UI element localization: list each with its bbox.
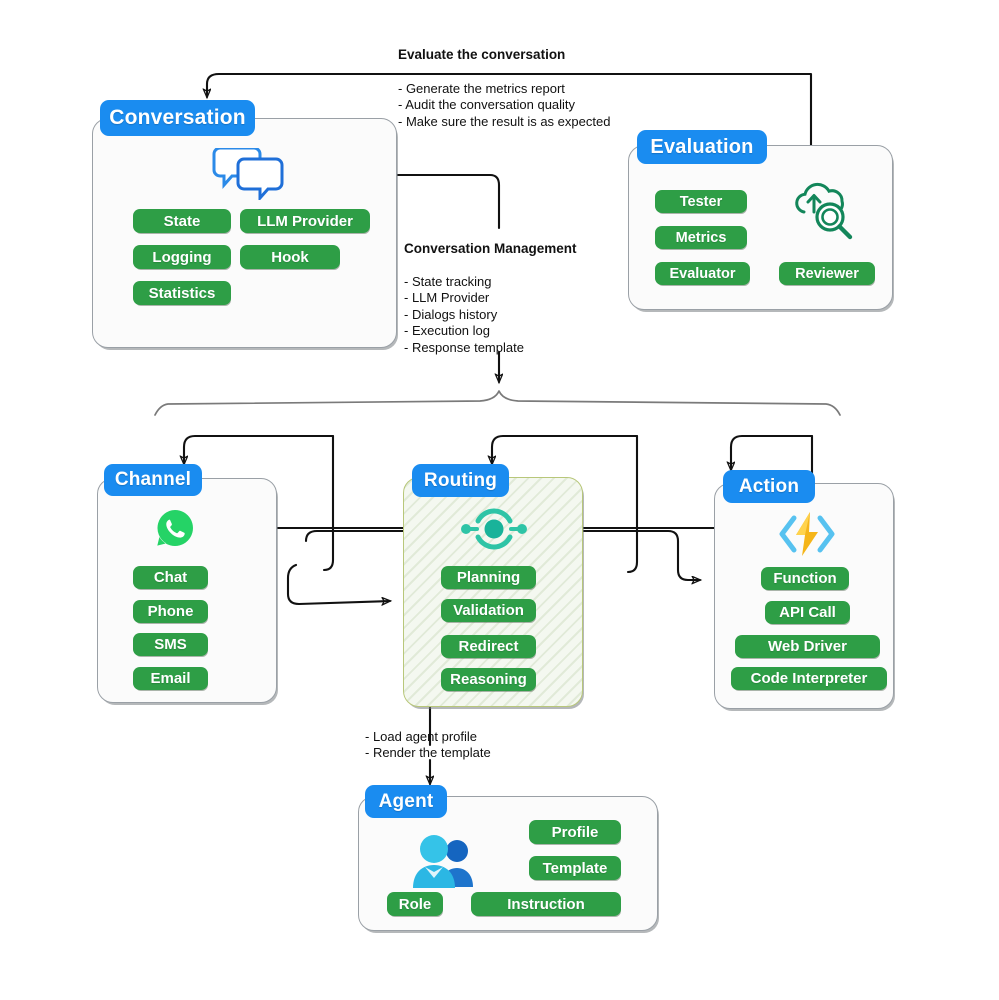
whatsapp-icon bbox=[155, 508, 195, 548]
badge-role[interactable]: Role bbox=[387, 892, 443, 916]
badge-label: Hook bbox=[271, 248, 309, 266]
badge-metrics[interactable]: Metrics bbox=[655, 226, 747, 249]
badge-statistics[interactable]: Statistics bbox=[133, 281, 231, 305]
panel-title-channel: Channel bbox=[104, 464, 202, 496]
badge-redirect[interactable]: Redirect bbox=[441, 635, 536, 658]
badge-code-interpreter[interactable]: Code Interpreter bbox=[731, 667, 887, 690]
badge-label: Tester bbox=[679, 193, 723, 210]
badge-label: Template bbox=[542, 859, 608, 877]
panel-title-agent: Agent bbox=[365, 785, 447, 818]
annotation-cm-item: - State tracking bbox=[404, 274, 492, 289]
badge-label: Validation bbox=[453, 602, 524, 619]
badge-label: Email bbox=[150, 670, 191, 687]
panel-title-routing-label: Routing bbox=[423, 469, 498, 491]
badge-tester[interactable]: Tester bbox=[655, 190, 747, 213]
annotation-cm-item: - Response template bbox=[404, 339, 524, 355]
badge-llm-provider[interactable]: LLM Provider bbox=[240, 209, 370, 233]
badge-label: Statistics bbox=[148, 284, 216, 302]
lightning-code-icon bbox=[777, 510, 837, 558]
badge-label: Logging bbox=[152, 248, 212, 266]
panel-title-evaluation: Evaluation bbox=[637, 130, 767, 164]
panel-title-evaluation-label: Evaluation bbox=[650, 135, 754, 158]
badge-label: State bbox=[163, 212, 201, 230]
badge-label: Metrics bbox=[675, 229, 727, 246]
panel-title-action: Action bbox=[723, 470, 815, 503]
badge-template[interactable]: Template bbox=[529, 856, 621, 880]
badge-label: Role bbox=[398, 895, 432, 913]
routing-node-icon bbox=[455, 505, 533, 553]
annotation-cm-item: - LLM Provider bbox=[404, 290, 490, 306]
people-icon bbox=[410, 833, 482, 889]
badge-email[interactable]: Email bbox=[133, 667, 208, 690]
annotation-evaluate-item: - Audit the conversation quality bbox=[398, 97, 576, 113]
badge-function[interactable]: Function bbox=[761, 567, 849, 590]
badge-label: Reviewer bbox=[795, 265, 859, 282]
annotation-conversation-management-title: Conversation Management bbox=[404, 241, 577, 256]
badge-label: Code Interpreter bbox=[750, 670, 868, 687]
badge-planning[interactable]: Planning bbox=[441, 566, 536, 589]
badge-label: Reasoning bbox=[450, 671, 527, 688]
badge-sms[interactable]: SMS bbox=[133, 633, 208, 656]
annotation-evaluate-title: Evaluate the conversation bbox=[398, 47, 566, 62]
annotation-evaluate-list: - Generate the metrics report - Audit th… bbox=[398, 81, 610, 130]
badge-label: Redirect bbox=[458, 638, 519, 655]
annotation-agent-item: - Load agent profile bbox=[365, 729, 478, 744]
annotation-evaluate-item: - Generate the metrics report bbox=[398, 81, 565, 96]
badge-label: Function bbox=[773, 570, 837, 587]
annotation-cm-item: - Execution log bbox=[404, 323, 490, 339]
badge-label: Planning bbox=[456, 569, 521, 586]
panel-title-routing: Routing bbox=[412, 464, 509, 497]
badge-label: Chat bbox=[153, 569, 188, 586]
badge-label: SMS bbox=[154, 636, 187, 653]
annotation-cm-item: - Dialogs history bbox=[404, 306, 498, 322]
badge-chat[interactable]: Chat bbox=[133, 566, 208, 589]
badge-reasoning[interactable]: Reasoning bbox=[441, 668, 536, 691]
badge-label: Instruction bbox=[507, 895, 585, 913]
panel-title-conversation-label: Conversation bbox=[109, 106, 246, 129]
badge-reviewer[interactable]: Reviewer bbox=[779, 262, 875, 285]
badge-label: Profile bbox=[551, 823, 599, 841]
panel-title-action-label: Action bbox=[738, 475, 800, 497]
cloud-magnifier-icon bbox=[792, 182, 858, 240]
chat-bubbles-icon bbox=[210, 146, 284, 202]
badge-label: Evaluator bbox=[669, 265, 736, 282]
badge-hook[interactable]: Hook bbox=[240, 245, 340, 269]
badge-validation[interactable]: Validation bbox=[441, 599, 536, 622]
badge-logging[interactable]: Logging bbox=[133, 245, 231, 269]
badge-state[interactable]: State bbox=[133, 209, 231, 233]
annotation-agent-item: - Render the template bbox=[365, 745, 491, 761]
badge-api-call[interactable]: API Call bbox=[765, 601, 850, 624]
badge-label: Phone bbox=[147, 603, 194, 620]
badge-web-driver[interactable]: Web Driver bbox=[735, 635, 880, 658]
badge-label: LLM Provider bbox=[257, 212, 353, 230]
panel-title-channel-label: Channel bbox=[114, 469, 192, 490]
annotation-conversation-management-list: - State tracking - LLM Provider - Dialog… bbox=[404, 274, 524, 356]
annotation-evaluate-item: - Make sure the result is as expected bbox=[398, 113, 611, 129]
badge-label: Web Driver bbox=[768, 638, 847, 655]
annotation-agent-profile-list: - Load agent profile - Render the templa… bbox=[365, 729, 491, 762]
panel-title-conversation: Conversation bbox=[100, 100, 255, 136]
panel-title-agent-label: Agent bbox=[378, 790, 434, 812]
badge-phone[interactable]: Phone bbox=[133, 600, 208, 623]
badge-evaluator[interactable]: Evaluator bbox=[655, 262, 750, 285]
badge-label: API Call bbox=[779, 604, 836, 621]
badge-profile[interactable]: Profile bbox=[529, 820, 621, 844]
badge-instruction[interactable]: Instruction bbox=[471, 892, 621, 916]
